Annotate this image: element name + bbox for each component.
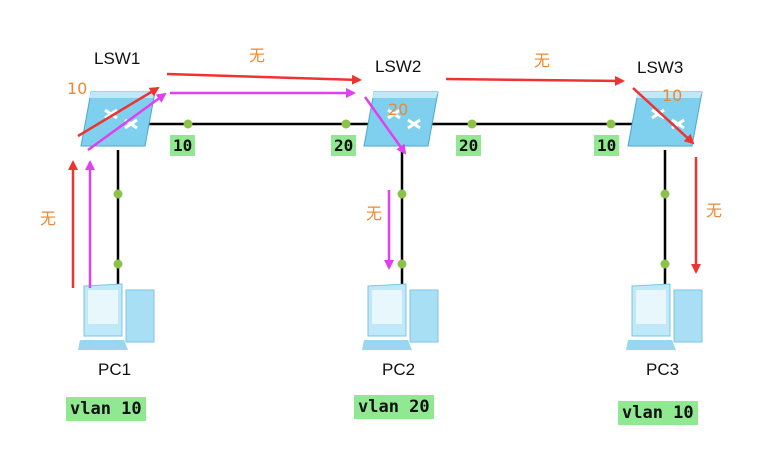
links [116,122,667,290]
pc-icon [626,283,703,350]
arrow-red [77,86,160,138]
arrow-red [166,72,362,85]
port-dot [113,189,123,199]
vlan-tag-pc3: vlan 10 [618,401,698,425]
port-dot [183,119,193,129]
annotation-lsw2-tag: 20 [388,100,409,119]
magenta-arrows [85,88,407,288]
port-dot [660,189,670,199]
switch-icon [363,91,439,147]
annotation-lsw3-down: 无 [706,201,723,220]
device-label-lsw1: LSW1 [94,49,141,68]
arrow-magenta [363,96,407,155]
port-dot [341,119,351,129]
pc-icon [78,283,155,350]
annotation-lsw3-tag: 10 [662,86,683,105]
annotation-top-lsw2-lsw3: 无 [534,51,551,70]
device-label-lsw3: LSW3 [637,58,684,77]
annotation-lsw2-down: 无 [366,204,383,223]
device-label-pc3: PC3 [646,360,680,379]
port-dot [397,189,407,199]
port-dot [606,119,616,129]
port-tag-lsw3-left: 10 [594,135,620,156]
port-tag-lsw2-left: 20 [331,135,357,156]
port-tag-lsw2-right: 20 [456,135,482,156]
annotation-lsw1-tag: 10 [67,79,88,98]
port-dot [113,259,123,269]
device-label-pc1: PC1 [98,360,132,379]
device-label-lsw2: LSW2 [375,57,422,76]
port-dot [467,119,477,129]
vlan-tag-pc2: vlan 20 [354,395,434,419]
port-dot [660,259,670,269]
port-tag-lsw1-right: 10 [170,135,196,156]
arrow-magenta [87,92,167,152]
arrow-red [632,87,695,145]
annotation-pc1-up: 无 [40,209,57,228]
arrow-red [445,75,625,86]
pc-icon [362,283,439,350]
port-dots [113,119,670,269]
annotation-top-lsw1-lsw2: 无 [249,46,266,65]
vlan-tag-pc1: vlan 10 [66,397,146,421]
port-dot [397,259,407,269]
device-label-pc2: PC2 [382,360,416,379]
switch-icon [80,91,156,147]
red-arrows [68,72,701,288]
